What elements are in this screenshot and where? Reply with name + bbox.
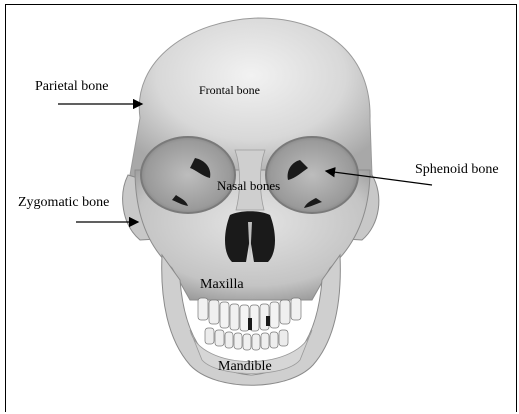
label-nasal-bones: Nasal bones [217, 179, 280, 192]
label-zygomatic-bone: Zygomatic bone [18, 196, 109, 210]
label-frontal-bone: Frontal bone [199, 84, 260, 96]
label-maxilla: Maxilla [200, 278, 244, 292]
label-parietal-bone: Parietal bone [35, 80, 108, 94]
label-sphenoid-bone: Sphenoid bone [415, 163, 499, 177]
label-mandible: Mandible [218, 360, 272, 374]
left-orbit [141, 137, 235, 213]
tooth-gap [248, 318, 252, 330]
tooth-gap [266, 316, 270, 326]
